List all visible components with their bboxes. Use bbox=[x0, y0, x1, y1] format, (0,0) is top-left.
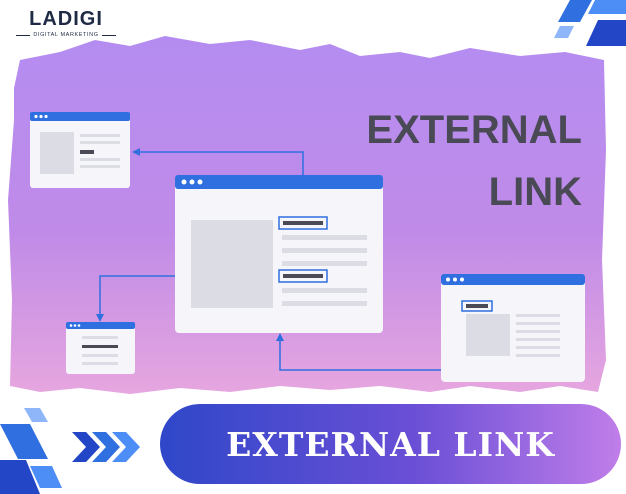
arrowhead-bottom-left bbox=[96, 314, 104, 322]
window-center bbox=[175, 175, 383, 333]
connector-arrowheads bbox=[96, 148, 284, 341]
arrowhead-center bbox=[276, 333, 284, 341]
arrowhead-top-left bbox=[132, 148, 140, 156]
corner-decoration-top-right bbox=[554, 0, 626, 46]
window-right bbox=[441, 274, 585, 382]
window-top-left bbox=[30, 112, 130, 188]
brand-tagline: DIGITAL MARKETING bbox=[33, 32, 99, 38]
corner-decoration-bottom-left bbox=[0, 408, 62, 494]
tagline-rule-left bbox=[16, 34, 31, 36]
title-banner: EXTERNAL LINK bbox=[160, 404, 621, 484]
diagram-title-line1: EXTERNAL bbox=[366, 108, 582, 152]
brand-tagline-row: DIGITAL MARKETING bbox=[6, 32, 126, 38]
tagline-rule-right bbox=[101, 34, 116, 36]
brand-name: LADIGI bbox=[29, 8, 103, 30]
banner-title: EXTERNAL LINK bbox=[226, 424, 555, 464]
window-bottom-left bbox=[66, 322, 135, 374]
triple-chevron-right-icon bbox=[72, 432, 140, 462]
brand-logo: LADIGI DIGITAL MARKETING bbox=[6, 8, 126, 38]
diagram-title-line2: LINK bbox=[489, 170, 582, 214]
